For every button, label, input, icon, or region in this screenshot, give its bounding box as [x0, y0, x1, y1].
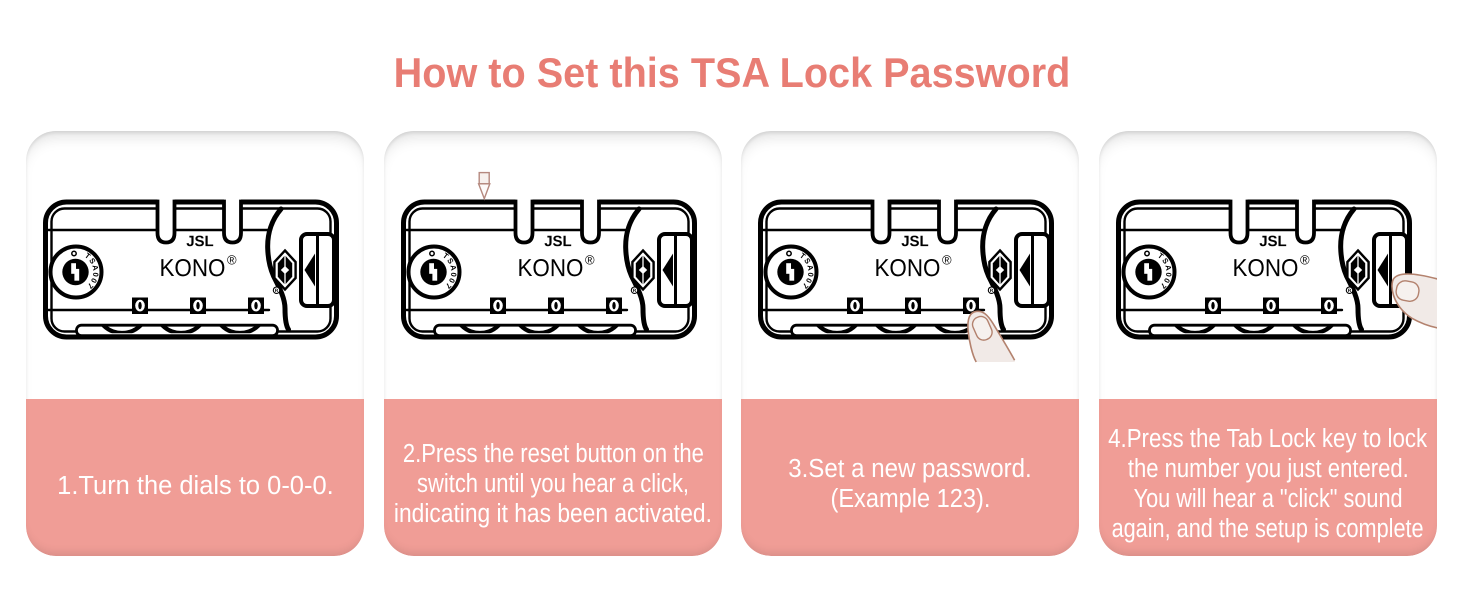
- svg-text:®: ®: [227, 252, 237, 267]
- svg-text:JSL: JSL: [186, 233, 214, 250]
- svg-text:JSL: JSL: [901, 233, 929, 250]
- svg-text:KONO: KONO: [159, 255, 225, 282]
- svg-text:JSL: JSL: [544, 233, 572, 250]
- svg-text:R: R: [990, 288, 994, 294]
- svg-text:KONO: KONO: [1232, 255, 1298, 282]
- svg-text:JSL: JSL: [1259, 233, 1287, 250]
- svg-text:®: ®: [942, 252, 952, 267]
- svg-text:®: ®: [1300, 252, 1310, 267]
- svg-text:®: ®: [585, 252, 595, 267]
- svg-text:R: R: [1348, 288, 1352, 294]
- svg-text:R: R: [275, 288, 279, 294]
- svg-text:R: R: [633, 288, 637, 294]
- svg-text:KONO: KONO: [517, 255, 583, 282]
- svg-text:KONO: KONO: [874, 255, 940, 282]
